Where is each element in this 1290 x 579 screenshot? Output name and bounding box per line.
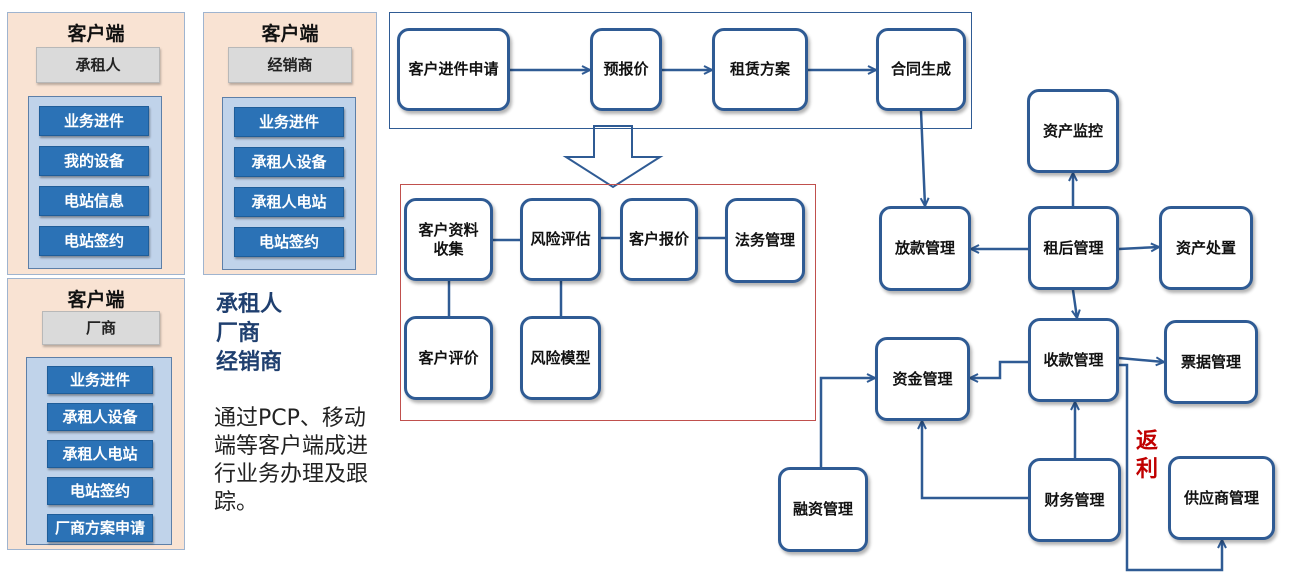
role-label: 经销商 [228, 47, 352, 83]
node-prequote[interactable]: 预报价 [590, 28, 662, 111]
menu-item-station-signing[interactable]: 电站签约 [47, 477, 153, 505]
node-post-lease[interactable]: 租后管理 [1028, 206, 1119, 290]
node-finance[interactable]: 财务管理 [1028, 458, 1121, 542]
node-risk-model[interactable]: 风险模型 [520, 316, 601, 400]
top-process-frame [389, 12, 972, 129]
hollow-down-arrow [562, 125, 664, 189]
side-role-lessee: 承租人 [216, 292, 283, 317]
client-panel-dealer: 客户端 经销商 业务进件 承租人设备 承租人电站 电站签约 [203, 12, 377, 275]
node-client-data-collect[interactable]: 客户资料收集 [404, 198, 493, 281]
client-panel-lessee: 客户端 承租人 业务进件 我的设备 电站信息 电站签约 [7, 12, 185, 275]
client-title: 客户端 [261, 23, 319, 45]
arrow-collection-invoice [1118, 358, 1164, 362]
menu-item-business-intake[interactable]: 业务进件 [47, 366, 153, 394]
menu-item-station-signing[interactable]: 电站签约 [39, 226, 149, 256]
client-title: 客户端 [67, 23, 125, 45]
arrow-contract-loan [919, 110, 925, 206]
menu-item-lessee-stations[interactable]: 承租人电站 [47, 440, 153, 468]
node-asset-disposal[interactable]: 资产处置 [1159, 206, 1253, 290]
node-invoice[interactable]: 票据管理 [1164, 320, 1258, 404]
node-contract[interactable]: 合同生成 [876, 28, 966, 111]
node-supplier[interactable]: 供应商管理 [1168, 456, 1275, 540]
arrow-postlease-disposal [1118, 247, 1159, 249]
menu-item-my-devices[interactable]: 我的设备 [39, 146, 149, 176]
menu-item-manufacturer-plan-apply[interactable]: 厂商方案申请 [47, 514, 153, 542]
node-risk-eval[interactable]: 风险评估 [520, 198, 601, 281]
client-panel-manufacturer: 客户端 厂商 业务进件 承租人设备 承租人电站 电站签约 厂商方案申请 [7, 278, 185, 550]
menu-item-station-signing[interactable]: 电站签约 [234, 227, 344, 257]
role-label: 承租人 [36, 47, 160, 83]
menu-item-lessee-devices[interactable]: 承租人设备 [47, 403, 153, 431]
client-title: 客户端 [67, 289, 125, 311]
arrow-postlease-collection [1073, 289, 1077, 318]
node-funds[interactable]: 资金管理 [875, 337, 970, 421]
menu-panel: 业务进件 承租人设备 承租人电站 电站签约 [222, 97, 356, 270]
menu-item-business-intake[interactable]: 业务进件 [234, 107, 344, 137]
rebate-label: 返利 [1135, 429, 1158, 482]
node-client-quote[interactable]: 客户报价 [620, 198, 698, 281]
menu-panel: 业务进件 我的设备 电站信息 电站签约 [28, 96, 162, 269]
arrow-collection-supplier [1119, 363, 1222, 572]
node-legal[interactable]: 法务管理 [725, 198, 805, 283]
description-text: 通过PCP、移动端等客户端成进行业务办理及跟踪。 [214, 406, 369, 515]
arrow-collection-funds [970, 360, 1028, 378]
node-collection[interactable]: 收款管理 [1028, 318, 1119, 402]
side-role-dealer: 经销商 [216, 350, 283, 375]
node-client-apply[interactable]: 客户进件申请 [397, 28, 510, 111]
side-role-manufacturer: 厂商 [216, 321, 261, 346]
arrow-finance-funds [922, 421, 1028, 500]
menu-panel: 业务进件 承租人设备 承租人电站 电站签约 厂商方案申请 [26, 357, 172, 545]
menu-item-station-info[interactable]: 电站信息 [39, 186, 149, 216]
node-loan[interactable]: 放款管理 [879, 206, 971, 291]
node-asset-monitor[interactable]: 资产监控 [1027, 89, 1119, 173]
risk-process-frame [400, 184, 816, 421]
menu-item-business-intake[interactable]: 业务进件 [39, 106, 149, 136]
node-lease-plan[interactable]: 租赁方案 [712, 28, 808, 111]
arrow-financing-funds [819, 378, 875, 467]
node-client-eval[interactable]: 客户评价 [404, 316, 493, 400]
menu-item-lessee-devices[interactable]: 承租人设备 [234, 147, 344, 177]
menu-item-lessee-stations[interactable]: 承租人电站 [234, 187, 344, 217]
node-financing[interactable]: 融资管理 [778, 467, 868, 552]
side-roles: 承租人 厂商 经销商 [216, 290, 282, 377]
role-label: 厂商 [42, 311, 160, 345]
